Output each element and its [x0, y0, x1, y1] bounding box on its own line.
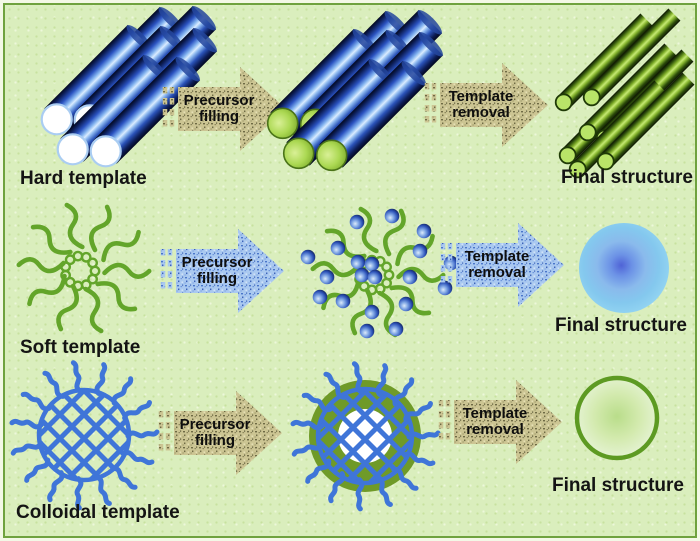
arrow-label-line: Template — [448, 88, 514, 105]
final-structure-label-3: Final structure — [552, 475, 684, 496]
micelle-with-precursor-graphic — [300, 208, 459, 339]
hollow-nanosphere-graphic — [574, 375, 660, 461]
arrow-label-line: Precursor — [179, 416, 251, 433]
template-removal-label-1: Template removal — [425, 89, 537, 121]
arrow-label-line: Precursor — [181, 254, 253, 271]
template-removal-label-2: Template removal — [441, 249, 553, 281]
colloidal-template-label: Colloidal template — [16, 502, 180, 523]
arrow-label-line: filling — [199, 108, 239, 125]
arrow-label-line: filling — [197, 270, 237, 287]
precursor-filling-label-1: Precursor filling — [163, 93, 275, 125]
arrow-label-line: Template — [464, 248, 530, 265]
micelle-graphic — [19, 204, 150, 333]
precursor-filling-label-2: Precursor filling — [161, 255, 273, 287]
arrow-label-line: Template — [462, 405, 528, 422]
hard-template-label: Hard template — [20, 168, 147, 189]
arrow-label-line: removal — [466, 421, 524, 438]
nanorod-bundle-graphic — [551, 7, 696, 182]
solid-nanosphere-graphic — [579, 223, 669, 313]
precursor-filling-label-3: Precursor filling — [159, 417, 271, 449]
soft-template-label: Soft template — [20, 337, 141, 358]
arrow-label-line: removal — [468, 264, 526, 281]
coated-colloidal-particle-graphic — [293, 363, 438, 509]
colloidal-particle-graphic — [12, 362, 157, 508]
precursor-particles — [300, 208, 459, 339]
filled-nanotube-bundle-graphic — [259, 6, 447, 179]
final-structure-label-2: Final structure — [555, 315, 687, 336]
arrow-label-line: Precursor — [183, 92, 255, 109]
final-structure-label-1: Final structure — [561, 167, 693, 188]
arrow-label-line: removal — [452, 104, 510, 121]
template-removal-label-3: Template removal — [439, 406, 551, 438]
arrow-label-line: filling — [195, 432, 235, 449]
